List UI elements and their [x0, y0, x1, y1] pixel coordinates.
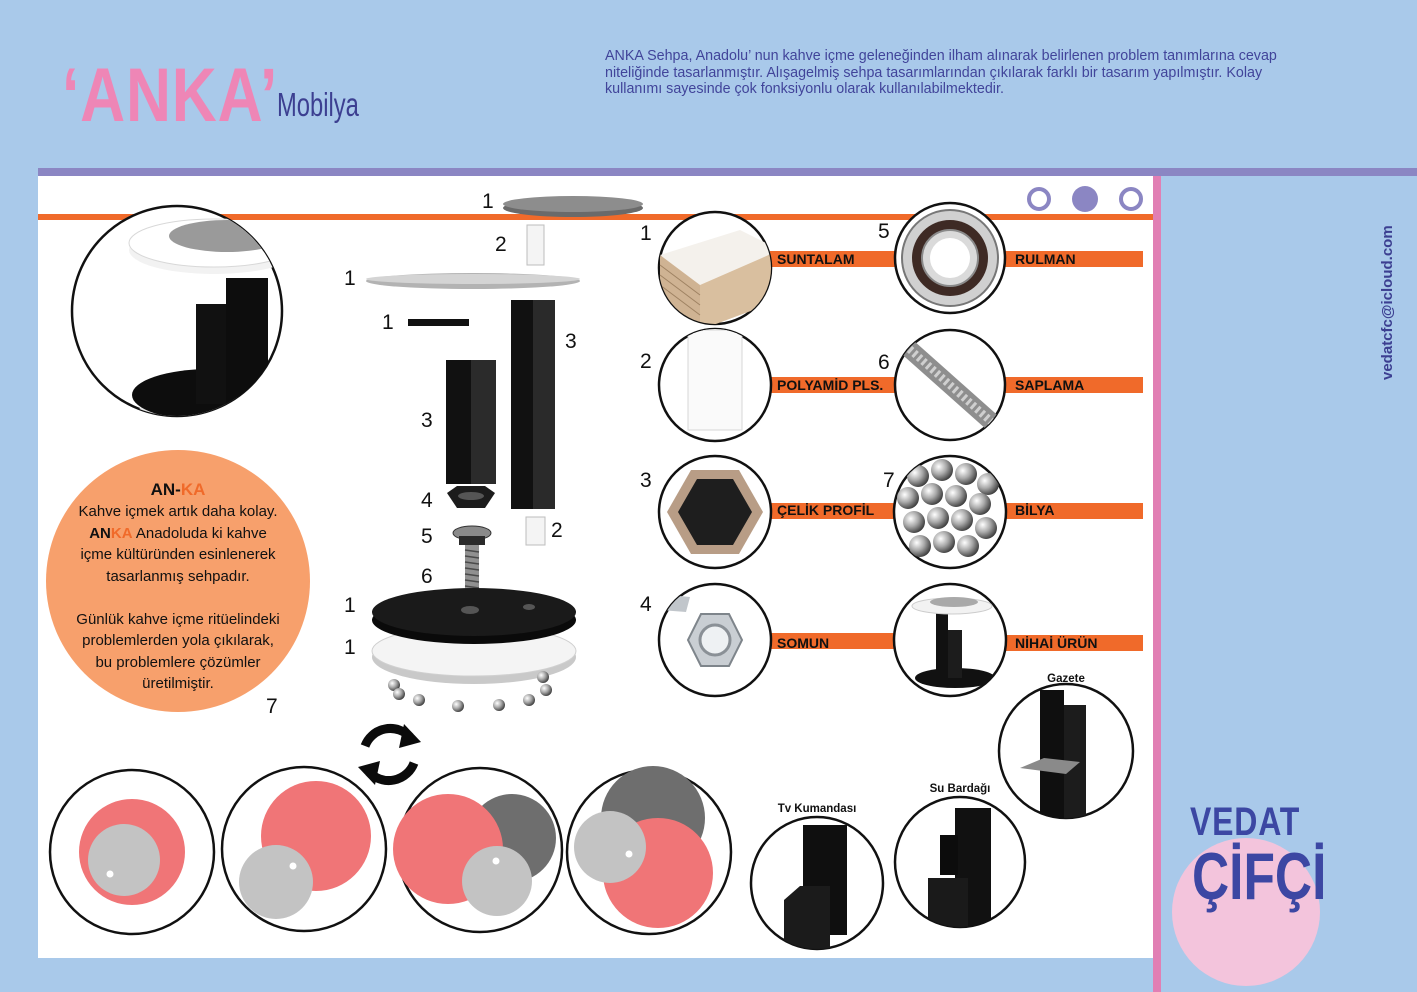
use-case-su-bardagi: Su Bardağı: [893, 783, 1027, 929]
designer-last-name: ÇİFÇİ: [1192, 839, 1327, 913]
circle-filled-icon: [1072, 186, 1098, 212]
page-dots: [1027, 186, 1143, 212]
material-item: 7 BİLYA: [883, 454, 1143, 570]
orange-divider: [38, 214, 1153, 220]
intro-line: kullanımı sayesinde çok fonksiyonlu olar…: [605, 81, 1004, 97]
rotation-state: [220, 765, 388, 933]
material-label: SOMUN: [777, 635, 829, 651]
brand-title: ‘ANKA’: [62, 53, 279, 138]
material-label: SAPLAMA: [1015, 377, 1084, 393]
bubble-line: üretilmiştir.: [142, 675, 214, 692]
part-number: 5: [421, 525, 433, 548]
part-number: 2: [495, 233, 507, 256]
circle-outline-icon: [1119, 187, 1143, 211]
material-number: 6: [878, 351, 890, 374]
use-case-caption: Su Bardağı: [930, 783, 991, 795]
designer-first-name: VEDAT: [1190, 800, 1301, 844]
material-label: SUNTALAM: [777, 251, 855, 267]
intro-line: ANKA Sehpa, Anadolu’ nun kahve içme gele…: [605, 48, 1277, 64]
part-number: 6: [421, 565, 433, 588]
use-case-caption: Gazete: [1047, 673, 1085, 685]
material-number: 2: [640, 350, 652, 373]
side-divider: [1153, 176, 1161, 992]
part-number: 1: [482, 190, 494, 213]
material-item: 5 RULMAN: [878, 201, 1143, 315]
intro-paragraph: ANKA Sehpa, Anadolu’ nun kahve içme gele…: [605, 48, 1375, 98]
part-number: 4: [421, 489, 433, 512]
bubble-title: AN-KA: [151, 480, 206, 499]
bubble-line: problemlerden yola çıkılarak,: [82, 632, 274, 649]
rotate-arrows-icon: [358, 723, 421, 786]
material-number: 7: [883, 469, 895, 492]
part-number: 7: [266, 695, 278, 718]
material-item: 3 ÇELİK PROFİL: [640, 454, 910, 570]
signature-circle: [1172, 838, 1320, 986]
brand-subtitle: Mobilya: [277, 86, 359, 123]
part-number: 3: [421, 409, 433, 432]
product-overview: [70, 204, 284, 418]
material-number: 4: [640, 593, 652, 616]
part-number: 2: [551, 519, 563, 542]
info-bubble: AN-KA Kahve içmek artık daha kolay. ANKA…: [46, 450, 310, 718]
material-number: 1: [640, 222, 652, 245]
material-item: 1 SUNTALAM: [640, 210, 910, 326]
material-label: RULMAN: [1015, 251, 1076, 267]
material-label: NİHAİ ÜRÜN: [1015, 635, 1097, 651]
part-number: 1: [382, 311, 394, 334]
material-label: POLYAMİD PLS.: [777, 377, 883, 393]
material-item: 2 POLYAMİD PLS.: [640, 327, 910, 443]
part-number: 1: [344, 636, 356, 659]
bubble-line: Günlük kahve içme ritüelindeki: [76, 611, 279, 628]
part-number: 1: [344, 594, 356, 617]
material-number: 5: [878, 220, 890, 243]
rotation-state: [48, 768, 216, 936]
part-number: 1: [344, 267, 356, 290]
materials-list: 1 SUNTALAM 2 POLYAMİD PLS. 3 ÇELİK PROFİ…: [640, 201, 1143, 698]
circle-outline-icon: [1027, 187, 1051, 211]
rotation-state: [565, 766, 733, 936]
bubble-line: ANKA Anadoluda ki kahve: [89, 525, 267, 542]
bubble-line: Kahve içmek artık daha kolay.: [79, 503, 278, 520]
bubble-line: bu problemlere çözümler: [95, 654, 260, 671]
rotation-state: [393, 766, 564, 934]
material-item: NİHAİ ÜRÜN: [892, 582, 1143, 698]
use-case-tv-kumandasi: Tv Kumandası: [749, 803, 885, 951]
material-label: ÇELİK PROFİL: [777, 502, 875, 518]
part-number: 3: [565, 330, 577, 353]
bubble-line: içme kültüründen esinlenerek: [80, 546, 276, 563]
material-number: 3: [640, 469, 652, 492]
exploded-view: 1 2 1 1 3 3 4 2 5 6 1 1: [344, 190, 643, 712]
bubble-line: tasarlanmış sehpadır.: [106, 568, 249, 585]
material-label: BİLYA: [1015, 502, 1054, 518]
material-item: 6 SAPLAMA: [878, 328, 1143, 442]
material-item: 4 SOMUN: [640, 582, 910, 698]
top-divider: [38, 168, 1417, 176]
use-case-gazete: Gazete: [997, 673, 1135, 820]
intro-line: niteliğinde tasarlanmıştır. Alışagelmiş …: [605, 64, 1263, 81]
use-case-caption: Tv Kumandası: [778, 803, 857, 815]
